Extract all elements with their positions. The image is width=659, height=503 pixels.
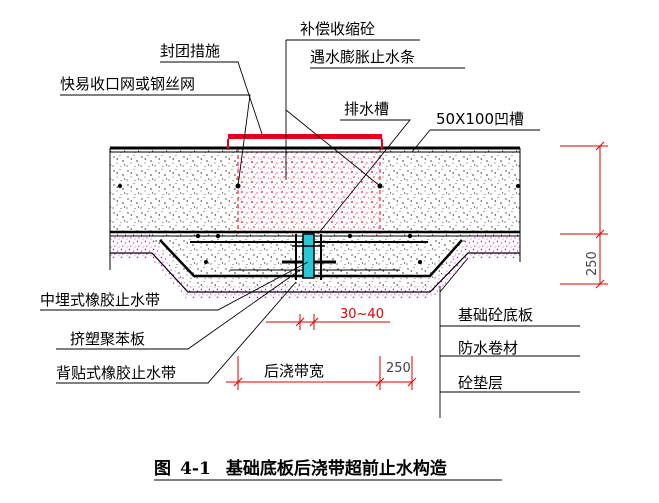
label-shrink-concrete: 补偿收缩砼 xyxy=(300,20,375,38)
slab-left xyxy=(110,148,238,234)
dim-side-250: 250 xyxy=(386,361,411,376)
label-seal-measure: 封团措施 xyxy=(160,42,220,60)
label-eps-board: 挤塑聚苯板 xyxy=(70,330,145,348)
label-membrane: 防水卷材 xyxy=(458,339,518,357)
leaders-right xyxy=(439,257,580,418)
membrane-line xyxy=(110,252,520,293)
leaders-bottom xyxy=(40,261,309,384)
caption-title: 基础底板后浇带超前止水构造 xyxy=(225,458,448,479)
label-drain-groove: 排水槽 xyxy=(344,100,389,118)
caption-prefix: 图 xyxy=(154,459,171,479)
dim-band-width: 后浇带宽 xyxy=(264,362,324,380)
label-base-slab: 基础砼底板 xyxy=(458,306,533,324)
dim-gap: 30~40 xyxy=(340,307,384,322)
label-swell-strip: 遇水膨胀止水条 xyxy=(310,48,415,66)
figure-caption: 图 4-1 基础底板后浇带超前止水构造 xyxy=(154,458,448,479)
label-mesh: 快易收口网或钢丝网 xyxy=(60,75,195,93)
horizontal-dimensions xyxy=(226,314,417,390)
label-cushion: 砼垫层 xyxy=(458,374,503,392)
dim-height-250: 250 xyxy=(585,251,600,276)
top-seal xyxy=(228,134,382,139)
caption-number: 4-1 xyxy=(180,459,211,479)
label-back-waterstop: 背贴式橡胶止水带 xyxy=(56,364,176,382)
leaders-top xyxy=(60,39,540,235)
slab-right xyxy=(380,148,520,234)
vertical-dimension xyxy=(560,141,608,289)
label-embedded-waterstop: 中埋式橡胶止水带 xyxy=(40,291,160,309)
post-cast-band xyxy=(238,148,380,234)
label-groove-size: 50X100凹槽 xyxy=(436,110,524,128)
embedded-waterstop xyxy=(302,233,315,279)
